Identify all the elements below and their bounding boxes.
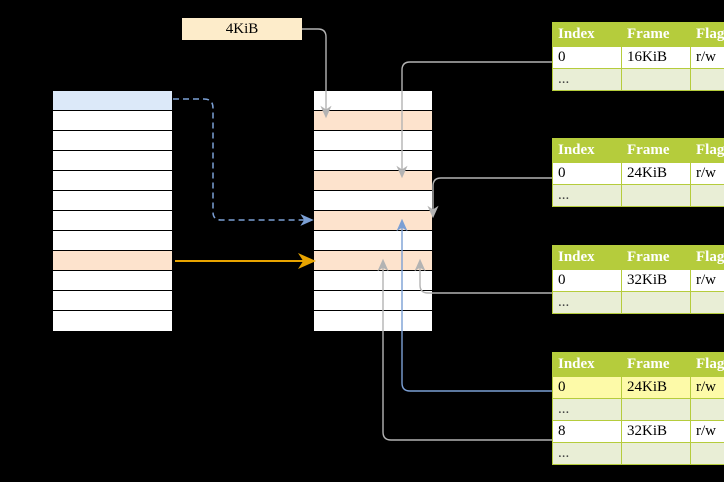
column-header-frame: Frame xyxy=(621,245,691,270)
table-row[interactable]: ... xyxy=(552,68,724,91)
column-header-frame: Frame xyxy=(621,352,691,377)
level-2-table: IndexFrameFlags032KiBr/w... xyxy=(552,245,724,314)
page-size-label: 4KiB xyxy=(182,18,302,40)
cell-flags: r/w xyxy=(690,162,724,185)
virtual-page-cell xyxy=(53,311,172,331)
virtual-page-cell xyxy=(53,131,172,151)
table-header-row: IndexFrameFlags xyxy=(552,352,724,377)
virtual-page-cell xyxy=(53,191,172,211)
column-header-flags: Flags xyxy=(690,245,724,270)
virtual-page-cell xyxy=(53,291,172,311)
cell-flags: r/w xyxy=(690,46,724,69)
physical-frame-cell xyxy=(314,131,432,151)
column-header-frame: Frame xyxy=(621,138,691,163)
column-header-index: Index xyxy=(552,352,622,377)
connector-virtual-to-physical-dashed xyxy=(173,98,314,226)
connector-l3-to-frame xyxy=(427,177,552,219)
cell-frame: 24KiB xyxy=(621,376,691,399)
physical-frame-cell xyxy=(314,211,432,231)
physical-frame-cell xyxy=(314,171,432,191)
level-4-table: IndexFrameFlags016KiBr/w... xyxy=(552,22,724,91)
virtual-page-cell xyxy=(53,171,172,191)
table-row[interactable]: ... xyxy=(552,291,724,314)
physical-frame-cell xyxy=(314,151,432,171)
physical-frame-cell xyxy=(314,191,432,211)
physical-frame-cell xyxy=(314,291,432,311)
column-header-index: Index xyxy=(552,22,622,47)
table-header-row: IndexFrameFlags xyxy=(552,138,724,163)
cell-index: ... xyxy=(552,184,622,207)
cell-frame xyxy=(621,442,691,465)
cell-index: 0 xyxy=(552,46,622,69)
cell-flags: r/w xyxy=(690,269,724,292)
cell-index: ... xyxy=(552,291,622,314)
physical-frame-cell xyxy=(314,231,432,251)
cell-index: ... xyxy=(552,68,622,91)
virtual-page-cell xyxy=(53,251,172,271)
cell-index: 0 xyxy=(552,162,622,185)
physical-frame-cell xyxy=(314,271,432,291)
cell-flags xyxy=(690,291,724,314)
virtual-page-cell xyxy=(53,151,172,171)
cell-frame: 24KiB xyxy=(621,162,691,185)
cell-index: 0 xyxy=(552,376,622,399)
cell-index: 0 xyxy=(552,269,622,292)
cell-frame xyxy=(621,184,691,207)
virtual-page-cell xyxy=(53,231,172,251)
column-header-index: Index xyxy=(552,245,622,270)
cell-flags xyxy=(690,398,724,421)
virtual-address-stack xyxy=(52,90,173,331)
cell-frame xyxy=(621,68,691,91)
cell-flags xyxy=(690,442,724,465)
physical-frame-cell xyxy=(314,111,432,131)
table-row[interactable]: ... xyxy=(552,442,724,465)
cell-flags xyxy=(690,68,724,91)
column-header-flags: Flags xyxy=(690,22,724,47)
cell-flags: r/w xyxy=(690,420,724,443)
virtual-page-cell xyxy=(53,271,172,291)
physical-frame-cell xyxy=(314,91,432,111)
column-header-index: Index xyxy=(552,138,622,163)
cell-frame: 32KiB xyxy=(621,420,691,443)
cell-index: ... xyxy=(552,398,622,421)
cell-flags: r/w xyxy=(690,376,724,399)
physical-memory-stack xyxy=(313,90,433,331)
cell-frame: 32KiB xyxy=(621,269,691,292)
physical-frame-cell xyxy=(314,311,432,331)
level-1-table: IndexFrameFlags024KiBr/w... 832KiBr/w... xyxy=(552,352,724,465)
cell-index: ... xyxy=(552,442,622,465)
cell-frame xyxy=(621,291,691,314)
column-header-flags: Flags xyxy=(690,138,724,163)
cell-frame: 16KiB xyxy=(621,46,691,69)
column-header-frame: Frame xyxy=(621,22,691,47)
table-header-row: IndexFrameFlags xyxy=(552,245,724,270)
cell-flags xyxy=(690,184,724,207)
cell-index: 8 xyxy=(552,420,622,443)
connector-l2-to-frame xyxy=(414,258,552,294)
level-3-table: IndexFrameFlags024KiBr/w... xyxy=(552,138,724,207)
physical-frame-cell xyxy=(314,251,432,271)
virtual-page-cell xyxy=(53,211,172,231)
virtual-page-cell xyxy=(53,111,172,131)
table-row[interactable]: ... xyxy=(552,398,724,421)
table-row[interactable]: ... xyxy=(552,184,724,207)
cell-frame xyxy=(621,398,691,421)
column-header-flags: Flags xyxy=(690,352,724,377)
table-header-row: IndexFrameFlags xyxy=(552,22,724,47)
virtual-page-cell xyxy=(53,91,172,111)
